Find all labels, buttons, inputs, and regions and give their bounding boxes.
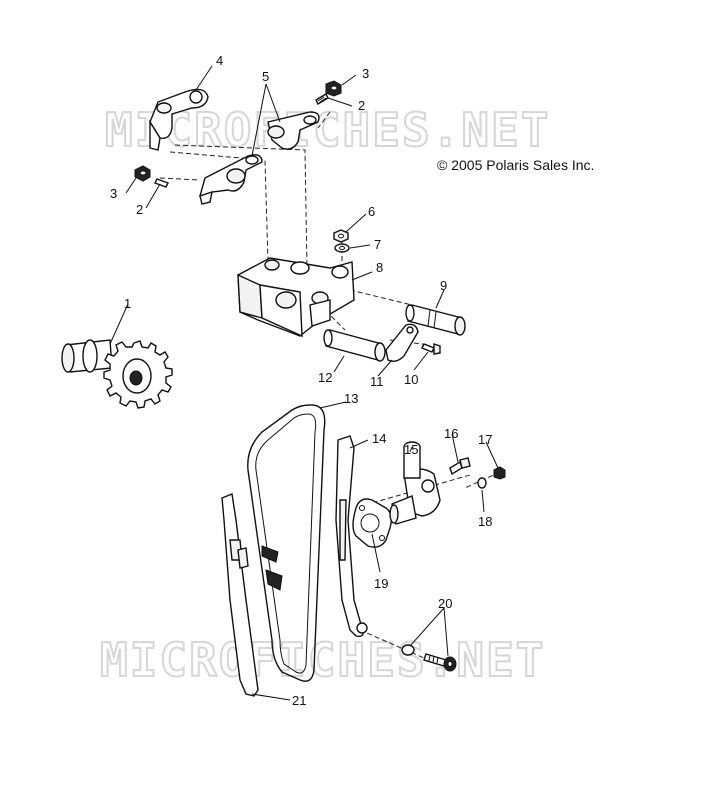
part-plate-11[interactable] [385, 323, 419, 363]
part-washer-20[interactable] [401, 644, 415, 656]
callout-3-right: 3 [362, 66, 369, 81]
callout-16: 16 [444, 426, 458, 441]
callout-10: 10 [404, 372, 418, 387]
part-camshaft-1[interactable] [61, 339, 173, 409]
callout-15: 15 [404, 442, 418, 457]
callout-2-left: 2 [136, 202, 143, 217]
part-shaft-12[interactable] [323, 329, 386, 362]
callout-21: 21 [292, 693, 306, 708]
part-nut-3-right[interactable] [325, 80, 342, 97]
copyright-notice: © 2005 Polaris Sales Inc. [437, 157, 595, 173]
part-screw-2-left[interactable] [154, 178, 169, 188]
callout-14: 14 [372, 431, 386, 446]
part-oring-18[interactable] [477, 477, 487, 489]
callout-labels: 4 5 3 2 3 2 6 7 8 9 10 11 12 1 13 14 15 … [110, 53, 492, 708]
callout-8: 8 [376, 260, 383, 275]
callout-11: 11 [370, 374, 384, 389]
callout-9: 9 [440, 278, 447, 293]
part-rocker-arm-4[interactable] [149, 88, 209, 151]
leader-lines [109, 65, 499, 701]
callout-17: 17 [478, 432, 492, 447]
callout-6: 6 [368, 204, 375, 219]
callout-19: 19 [374, 576, 388, 591]
part-gasket-19[interactable] [352, 498, 393, 548]
callout-4: 4 [216, 53, 223, 68]
part-bolt-20[interactable] [423, 653, 457, 672]
callout-13: 13 [344, 391, 358, 406]
part-bolt-16[interactable] [449, 457, 471, 476]
callout-20: 20 [438, 596, 452, 611]
callout-3-left: 3 [110, 186, 117, 201]
part-tensioner-15[interactable] [389, 441, 441, 525]
part-rocker-holder-8[interactable] [237, 257, 355, 338]
part-tensioner-guide-14[interactable] [335, 435, 368, 638]
callout-1: 1 [124, 296, 131, 311]
part-chain-guide-21[interactable] [221, 493, 259, 697]
part-washer-7[interactable] [334, 243, 350, 253]
part-nut-6[interactable] [333, 229, 349, 243]
callout-18: 18 [478, 514, 492, 529]
part-rocker-arm-5-lower[interactable] [198, 154, 263, 205]
part-shaft-9[interactable] [405, 304, 466, 336]
callout-5: 5 [262, 69, 269, 84]
part-rocker-arm-5-upper[interactable] [267, 111, 320, 150]
callout-12: 12 [318, 370, 332, 385]
part-cam-chain-13[interactable] [247, 404, 326, 682]
callout-7: 7 [374, 237, 381, 252]
part-plug-17[interactable] [493, 466, 506, 480]
part-nut-3-left[interactable] [134, 165, 151, 182]
part-bolt-10[interactable] [421, 343, 441, 355]
callout-2-right: 2 [358, 98, 365, 113]
watermark-bottom: MICROFICHES.NET [100, 633, 545, 687]
